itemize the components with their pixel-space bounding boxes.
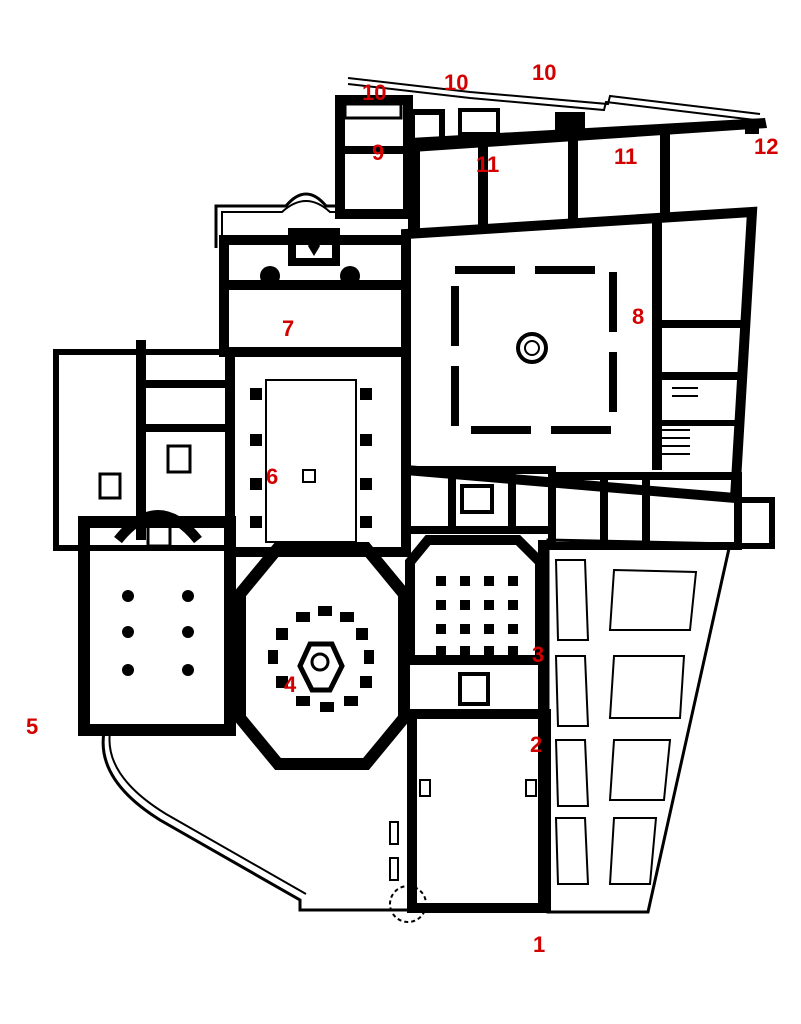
label-5: 5 <box>26 714 38 739</box>
southwest-boundary <box>101 731 412 912</box>
label-10-b: 10 <box>444 70 468 95</box>
garden <box>546 538 732 914</box>
north-boundary-lines <box>347 77 761 121</box>
west-rooms <box>53 340 233 551</box>
tower-room <box>335 95 445 219</box>
southeast-rooms <box>548 472 775 550</box>
label-10-a: 10 <box>362 80 386 105</box>
label-3: 3 <box>532 642 544 667</box>
label-7: 7 <box>282 316 294 341</box>
label-10-c: 10 <box>532 60 556 85</box>
label-12: 12 <box>754 134 778 159</box>
label-9: 9 <box>372 140 384 165</box>
label-11-b: 11 <box>614 144 637 169</box>
west-church <box>78 510 236 736</box>
north-range <box>408 108 767 236</box>
label-8: 8 <box>632 304 644 329</box>
plan-labels: 1 2 3 4 5 6 7 8 9 10 10 10 11 11 12 <box>26 60 778 957</box>
octagonal-rotunda <box>234 542 410 770</box>
atrium-and-basilica <box>219 228 411 557</box>
label-11-a: 11 <box>476 152 499 177</box>
label-4: 4 <box>284 672 297 697</box>
label-6: 6 <box>266 464 278 489</box>
cloister <box>401 206 758 504</box>
label-1: 1 <box>533 932 545 957</box>
chapel <box>402 466 556 665</box>
label-2: 2 <box>530 732 542 757</box>
forecourt <box>389 540 551 923</box>
